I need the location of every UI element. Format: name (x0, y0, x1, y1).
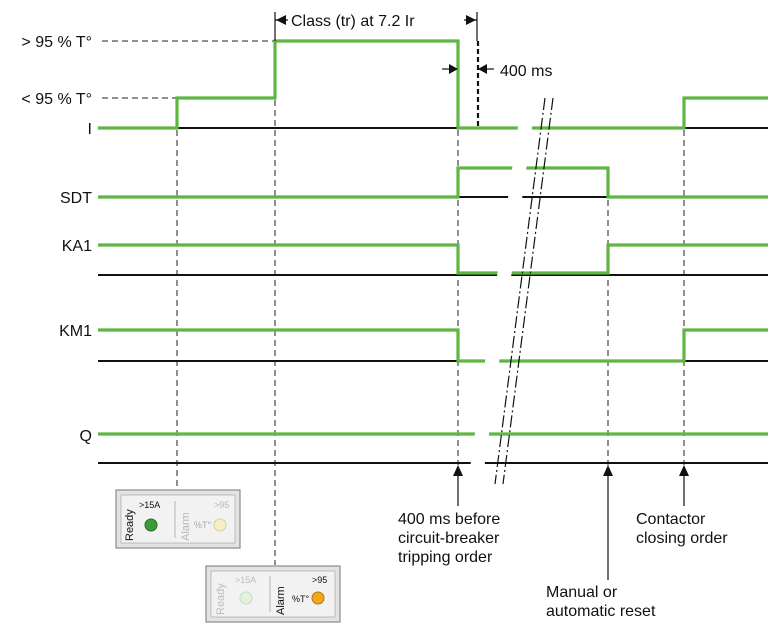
class-label: Class (tr) at 7.2 Ir (291, 13, 415, 30)
signal-sdt (98, 166, 768, 199)
signal-ka1 (98, 243, 768, 275)
label-t95-below: < 95 % T° (21, 91, 92, 108)
label-sdt: SDT (60, 190, 92, 207)
status-panel-ready: Ready >15A Alarm >95 %T° (115, 489, 241, 549)
trip-note-line-3: tripping order (398, 549, 493, 566)
label-i: I (88, 121, 92, 138)
label-ka1: KA1 (62, 238, 92, 255)
panel-2-current-label: >15A (235, 575, 256, 585)
reset-arrow (603, 465, 613, 476)
trip-note-line-2: circuit-breaker (398, 530, 500, 547)
class-arrow-right (466, 15, 476, 25)
panel-2-over95-label: >95 (312, 575, 327, 585)
delay-arrow-right (478, 64, 487, 74)
trip-order-arrow (453, 465, 463, 476)
reset-note-line-2: automatic reset (546, 603, 656, 620)
label-km1: KM1 (59, 323, 92, 340)
status-panel-alarm: Ready >15A Alarm >95 %T° (205, 565, 341, 623)
panel-2-alarm-led (311, 591, 325, 605)
class-arrow-left (276, 15, 286, 25)
delay-label: 400 ms (500, 63, 552, 80)
trip-note-line-1: 400 ms before (398, 511, 500, 528)
time-break-line-2 (502, 97, 554, 485)
panel-1-ready-led (144, 518, 158, 532)
panel-1-alarm-led (213, 518, 227, 532)
time-break-line-1 (494, 97, 546, 485)
panel-2-temp-label: %T° (292, 594, 310, 604)
panel-1-inner (120, 494, 236, 544)
closing-order-arrow (679, 465, 689, 476)
closing-note-line-2: closing order (636, 530, 728, 547)
class-label-bg (288, 9, 464, 31)
panel-1-current-label: >15A (139, 500, 160, 510)
time-break-gap (468, 98, 536, 484)
panel-2-ready-label: Ready (215, 583, 227, 615)
panel-1-over95-label: >95 (214, 500, 229, 510)
panel-2-alarm-label: Alarm (275, 586, 287, 615)
label-t95-above: > 95 % T° (21, 34, 92, 51)
delay-arrow-left (449, 64, 458, 74)
reset-note-line-1: Manual or (546, 584, 618, 601)
panel-1-ready-label: Ready (124, 509, 136, 541)
label-q: Q (80, 428, 92, 445)
signal-km1 (98, 328, 768, 363)
signal-i (98, 39, 768, 130)
panel-1-alarm-label: Alarm (180, 512, 192, 541)
closing-note-line-1: Contactor (636, 511, 706, 528)
panel-1-temp-label: %T° (194, 520, 212, 530)
panel-2-ready-led (239, 591, 253, 605)
